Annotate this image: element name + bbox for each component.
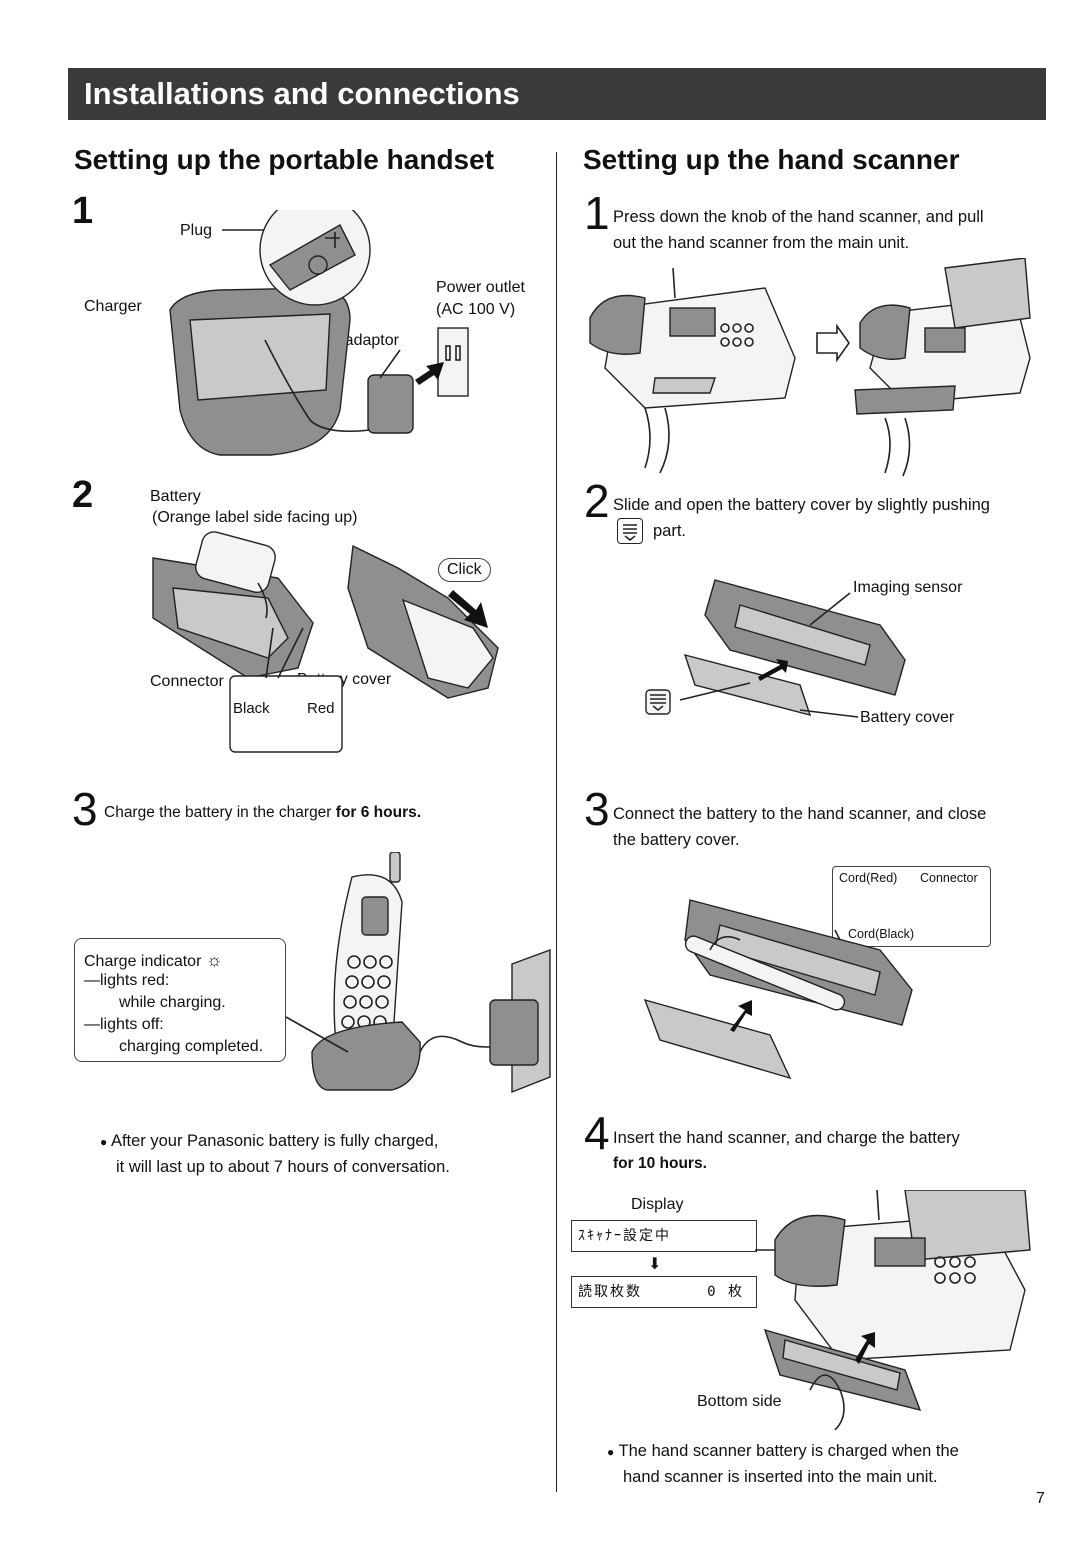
- column-divider: [556, 152, 557, 1492]
- battery-label: Battery: [150, 488, 201, 505]
- click-callout: Click: [438, 558, 491, 582]
- light-icon: ☼: [205, 950, 223, 970]
- imaging-sensor-label: Imaging sensor: [853, 579, 963, 596]
- right-step3-line2: the battery cover.: [613, 831, 740, 849]
- display-screen-2: 読取枚数 0 枚: [571, 1276, 757, 1308]
- scanner-insert-illustration: [755, 1190, 1031, 1430]
- right-step4-line1: Insert the hand scanner, and charge the …: [613, 1129, 960, 1147]
- indicator-line1: —lights red:: [84, 972, 170, 989]
- right-step2-line2: part.: [653, 522, 687, 540]
- indicator-line4: charging completed.: [119, 1038, 264, 1055]
- indicator-line2: while charging.: [119, 994, 226, 1011]
- push-part-icon: [617, 518, 643, 544]
- right-heading: Setting up the hand scanner: [583, 144, 960, 175]
- right-note-line2: hand scanner is inserted into the main u…: [623, 1468, 938, 1486]
- bullet-icon: ●: [100, 1135, 108, 1149]
- left-step3-number: 3: [72, 783, 98, 835]
- connector-label: Connector: [150, 673, 224, 690]
- left-step3-text-bold: for 6 hours.: [335, 804, 422, 821]
- charge-indicator-box: [74, 938, 286, 1062]
- right-step3-number: 3: [584, 783, 610, 835]
- charger-label: Charger: [84, 298, 142, 315]
- right-battery-cover-label: Battery cover: [860, 709, 955, 726]
- indicator-line3: —lights off:: [84, 1016, 164, 1033]
- right-step1-line1: Press down the knob of the hand scanner,…: [613, 208, 984, 226]
- right-note-line1: ● The hand scanner battery is charged wh…: [607, 1442, 959, 1460]
- cord-black-label: Cord(Black): [848, 927, 914, 941]
- battery-install-illustration: [152, 531, 499, 753]
- display-label: Display: [631, 1196, 684, 1213]
- right-step1-number: 1: [584, 187, 610, 239]
- right-step4-line2: for 10 hours.: [613, 1155, 707, 1172]
- header-banner: [68, 68, 1046, 120]
- page-title: Installations and connections: [84, 76, 520, 111]
- left-step1-number: 1: [72, 190, 94, 232]
- connect-battery-illustration: [643, 899, 913, 1080]
- left-step2-number: 2: [72, 474, 94, 516]
- handset-on-charger-illustration: [285, 852, 551, 1094]
- power-outlet-label: Power outlet: [436, 279, 525, 296]
- black-wire-label: Black: [233, 700, 270, 717]
- connector-detail-box: [832, 866, 991, 947]
- down-arrow-icon: ⬇: [648, 1256, 662, 1273]
- scanner-removal-illustration: [589, 258, 1031, 477]
- display-screen-1: ｽｷｬﾅｰ設定中: [571, 1220, 757, 1252]
- battery-cover-open-illustration: [645, 579, 906, 718]
- charge-indicator-title: Charge indicator ☼: [84, 950, 223, 970]
- left-note-line1: ● After your Panasonic battery is fully …: [100, 1132, 439, 1150]
- page-number: 7: [1036, 1490, 1045, 1507]
- power-outlet-voltage: (AC 100 V): [436, 301, 516, 318]
- plug-label: Plug: [180, 222, 213, 239]
- right-step2-line1: Slide and open the battery cover by slig…: [613, 496, 990, 514]
- red-wire-label: Red: [307, 700, 335, 717]
- bullet-icon: ●: [607, 1445, 615, 1459]
- charger-illustration: [169, 210, 469, 456]
- left-heading: Setting up the portable handset: [74, 144, 495, 175]
- connector-detail-label: Connector: [920, 871, 978, 885]
- left-step3-text-main: Charge the battery in the charger: [104, 804, 336, 821]
- right-step2-number: 2: [584, 475, 610, 527]
- left-step3-text: Charge the battery in the charger for 6 …: [104, 800, 421, 826]
- right-step3-line1: Connect the battery to the hand scanner,…: [613, 805, 987, 823]
- left-note-line2: it will last up to about 7 hours of conv…: [116, 1158, 450, 1176]
- cord-red-label: Cord(Red): [839, 871, 898, 885]
- battery-orientation: (Orange label side facing up): [152, 509, 358, 526]
- right-step4-number: 4: [584, 1107, 610, 1159]
- bottom-side-label: Bottom side: [697, 1393, 782, 1410]
- right-step1-line2: out the hand scanner from the main unit.: [613, 234, 910, 252]
